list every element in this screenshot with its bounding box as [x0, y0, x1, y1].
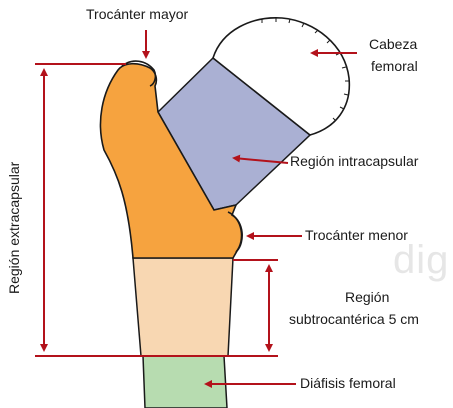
label-lesser-trochanter: Trocánter menor — [305, 227, 408, 244]
label-shaft: Diáfisis femoral — [300, 375, 396, 392]
watermark-text: dig — [393, 238, 449, 283]
label-intracapsular: Región intracapsular — [290, 153, 418, 170]
label-extracapsular: Región extracapsular — [6, 162, 22, 294]
label-femoral-head-line1: Cabeza — [369, 36, 417, 53]
label-subtrochanteric-line2: subtrocantérica 5 cm — [289, 311, 419, 328]
label-subtrochanteric-line1: Región — [345, 289, 389, 306]
label-greater-trochanter: Trocánter mayor — [86, 6, 188, 23]
label-femoral-head-line2: femoral — [371, 58, 418, 75]
shaft-region — [143, 356, 227, 408]
subtrochanteric-region — [133, 258, 233, 356]
